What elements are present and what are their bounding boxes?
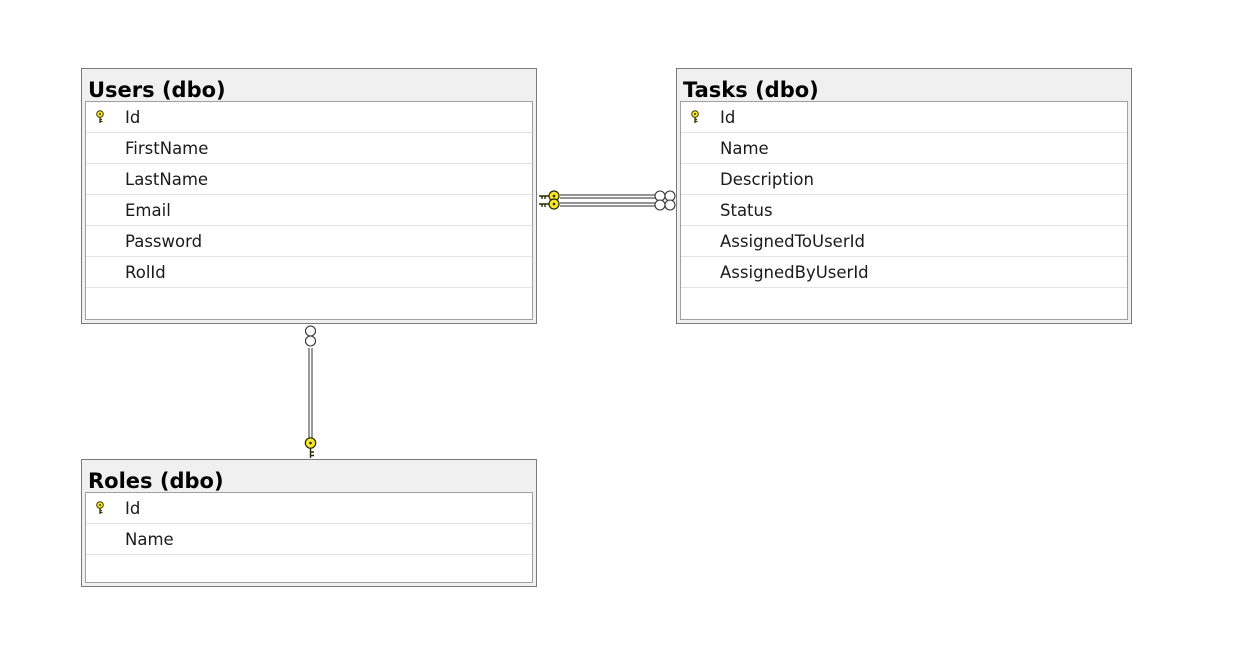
- column-name: LastName: [125, 170, 209, 189]
- tasks-column-row[interactable]: Description: [681, 164, 1127, 195]
- users-columns: Id FirstName LastName Email Password Rol…: [85, 101, 533, 320]
- column-name: Status: [720, 201, 773, 220]
- key-icon: [539, 190, 560, 202]
- relationship-line-users-tasks-2[interactable]: [560, 202, 655, 207]
- relationship-line-users-tasks-1[interactable]: [560, 194, 655, 199]
- key-icon: [96, 110, 104, 123]
- column-name: Description: [720, 170, 814, 189]
- roles-columns: Id Name: [85, 492, 533, 583]
- column-name: Id: [720, 108, 736, 127]
- tasks-table[interactable]: Tasks (dbo) Id Name Description Status A…: [676, 68, 1132, 324]
- column-name: AssignedByUserId: [720, 263, 869, 282]
- column-name: Id: [125, 108, 141, 127]
- users-column-row[interactable]: LastName: [86, 164, 532, 195]
- column-name: RolId: [125, 263, 166, 282]
- infinity-icon: [654, 190, 676, 202]
- tasks-column-row[interactable]: Status: [681, 195, 1127, 226]
- users-table[interactable]: Users (dbo) Id FirstName LastName Email …: [81, 68, 537, 324]
- column-name: Name: [720, 139, 769, 158]
- users-table-title: Users (dbo): [88, 78, 226, 102]
- users-column-row[interactable]: Id: [86, 102, 532, 133]
- tasks-column-row[interactable]: Name: [681, 133, 1127, 164]
- column-name: Name: [125, 530, 174, 549]
- column-name: FirstName: [125, 139, 209, 158]
- column-name: Email: [125, 201, 171, 220]
- key-icon: [539, 198, 560, 210]
- key-icon: [691, 110, 699, 123]
- roles-table-title: Roles (dbo): [88, 469, 224, 493]
- users-column-row[interactable]: RolId: [86, 257, 532, 288]
- tasks-table-title: Tasks (dbo): [683, 78, 819, 102]
- users-column-row[interactable]: Password: [86, 226, 532, 257]
- users-column-row[interactable]: Email: [86, 195, 532, 226]
- infinity-icon: [304, 325, 317, 347]
- column-name: Id: [125, 499, 141, 518]
- tasks-column-row[interactable]: Id: [681, 102, 1127, 133]
- roles-column-row[interactable]: Id: [86, 493, 532, 524]
- tasks-column-row[interactable]: AssignedByUserId: [681, 257, 1127, 288]
- infinity-icon: [654, 199, 676, 211]
- key-icon: [96, 501, 104, 514]
- tasks-columns: Id Name Description Status AssignedToUse…: [680, 101, 1128, 320]
- users-column-row[interactable]: FirstName: [86, 133, 532, 164]
- column-name: Password: [125, 232, 203, 251]
- key-icon: [304, 437, 317, 458]
- column-name: AssignedToUserId: [720, 232, 865, 251]
- tasks-column-row[interactable]: AssignedToUserId: [681, 226, 1127, 257]
- roles-column-row[interactable]: Name: [86, 524, 532, 555]
- relationship-line-roles-users[interactable]: [308, 348, 313, 438]
- roles-table[interactable]: Roles (dbo) Id Name: [81, 459, 537, 587]
